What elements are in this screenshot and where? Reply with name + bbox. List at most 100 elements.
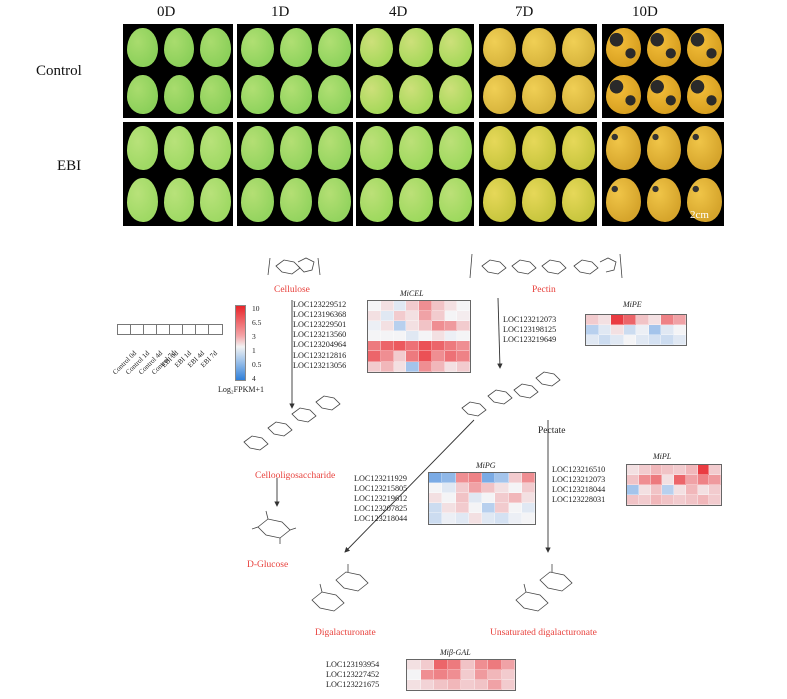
digalacturonate-structure bbox=[311, 564, 369, 612]
heatmap-cell bbox=[406, 351, 419, 362]
heatmap-cell bbox=[457, 311, 470, 322]
heatmap-title: MiPL bbox=[653, 452, 672, 461]
heatmap-cell bbox=[709, 465, 721, 476]
heatmap-cell bbox=[380, 321, 394, 332]
heatmap-cell bbox=[420, 660, 434, 671]
mango-fruit bbox=[127, 126, 158, 170]
gene-label: LOC123212073 bbox=[552, 475, 606, 485]
heatmap-cell bbox=[380, 341, 394, 352]
heatmap-cell bbox=[447, 670, 461, 681]
mango-fruit bbox=[360, 75, 394, 114]
color-scale-tick: 1 bbox=[252, 346, 256, 355]
heatmap-cell bbox=[455, 473, 469, 484]
heatmap-cell bbox=[474, 660, 488, 671]
heatmap-cell bbox=[468, 503, 482, 514]
color-scale-tick: 0.5 bbox=[252, 360, 262, 369]
gene-label: LOC123216510 bbox=[552, 465, 606, 474]
mango-fruit bbox=[241, 75, 274, 114]
heatmap-cell bbox=[636, 315, 649, 326]
legend-sample-box bbox=[208, 324, 223, 335]
heatmap-cell bbox=[393, 361, 407, 372]
mango-fruit bbox=[360, 28, 394, 67]
label-cellooligosaccharide: Cellooligosaccharide bbox=[255, 471, 336, 481]
mango-fruit bbox=[483, 75, 517, 114]
heatmap-cell bbox=[636, 325, 649, 336]
heatmap-cell bbox=[406, 361, 419, 372]
heatmap-cell bbox=[380, 311, 394, 322]
heatmap-cell bbox=[697, 495, 710, 506]
heatmap-cell bbox=[685, 485, 698, 496]
heatmap-cell bbox=[419, 331, 432, 342]
mango-fruit bbox=[318, 126, 351, 170]
mango-fruit bbox=[279, 28, 313, 67]
heatmap-cell bbox=[627, 475, 639, 486]
heatmap-cell bbox=[474, 680, 488, 691]
heatmap-cell bbox=[406, 341, 419, 352]
heatmap-cell bbox=[495, 493, 509, 504]
heatmap-cell bbox=[482, 473, 496, 484]
mango-fruit bbox=[687, 178, 722, 222]
mango-fruit bbox=[522, 178, 556, 222]
heatmap-cell bbox=[393, 331, 407, 342]
heatmap-cell bbox=[627, 465, 639, 476]
heatmap-grid bbox=[626, 464, 722, 507]
heatmap-cell bbox=[419, 321, 432, 332]
mango-fruit bbox=[438, 75, 472, 114]
heatmap-cell bbox=[457, 361, 470, 372]
mango-fruit bbox=[646, 75, 682, 114]
heatmap-cell bbox=[598, 325, 611, 336]
heatmap-cell bbox=[709, 475, 721, 486]
group-label-ebi: EBI bbox=[57, 158, 82, 174]
heatmap-cell bbox=[468, 493, 482, 504]
mango-fruit bbox=[163, 28, 195, 67]
mango-fruit bbox=[606, 126, 641, 170]
mango-fruit bbox=[279, 178, 313, 222]
heatmap-cell bbox=[495, 513, 509, 524]
heatmap-cell bbox=[661, 315, 674, 326]
label-cellulose: Cellulose bbox=[274, 285, 310, 295]
day-label-7d: 7D bbox=[515, 4, 534, 20]
day-label-1d: 1D bbox=[271, 4, 290, 20]
heatmap-cell bbox=[368, 361, 381, 372]
gene-label: LOC123218044 bbox=[552, 485, 606, 495]
heatmap-cell bbox=[393, 341, 407, 352]
mango-fruit bbox=[483, 126, 517, 170]
heatmap-cell bbox=[650, 485, 663, 496]
gene-label: LOC123196368 bbox=[293, 310, 347, 320]
heatmap-cell bbox=[495, 483, 509, 494]
gene-label: LOC123219649 bbox=[503, 335, 557, 345]
heatmap-cell bbox=[521, 493, 535, 504]
heatmap-cell bbox=[638, 485, 651, 496]
heatmap-cell bbox=[650, 475, 663, 486]
heatmap-cell bbox=[586, 335, 599, 346]
color-scale-tick: 4 bbox=[252, 374, 256, 383]
heatmap-cell bbox=[611, 335, 624, 346]
label-pectin: Pectin bbox=[532, 285, 556, 295]
heatmap-cell bbox=[393, 351, 407, 362]
mango-fruit bbox=[360, 126, 394, 170]
heatmap-cell bbox=[368, 341, 381, 352]
arrow-pectate-to-digalacturonate bbox=[344, 419, 475, 553]
photo-panel bbox=[479, 122, 597, 226]
gene-label: LOC123228031 bbox=[552, 495, 606, 505]
mango-fruit bbox=[522, 28, 556, 67]
group-label-control: Control bbox=[36, 63, 82, 79]
mango-fruit bbox=[561, 28, 595, 67]
heatmap-cell bbox=[455, 513, 469, 524]
heatmap-cell bbox=[431, 301, 445, 312]
heatmap-cell bbox=[368, 311, 381, 322]
mango-fruit bbox=[127, 178, 158, 222]
heatmap-cell bbox=[429, 503, 443, 514]
heatmap-cell bbox=[662, 495, 674, 506]
heatmap-cell bbox=[623, 335, 636, 346]
heatmap-cell bbox=[674, 495, 686, 506]
color-scale-bar bbox=[235, 305, 246, 381]
heatmap-cell bbox=[457, 331, 470, 342]
heatmap-cell bbox=[444, 321, 458, 332]
heatmap-cell bbox=[501, 680, 515, 691]
heatmap-cell bbox=[455, 483, 469, 494]
mango-fruit bbox=[606, 28, 641, 67]
photo-panel bbox=[602, 24, 724, 118]
heatmap-cell bbox=[636, 335, 649, 346]
